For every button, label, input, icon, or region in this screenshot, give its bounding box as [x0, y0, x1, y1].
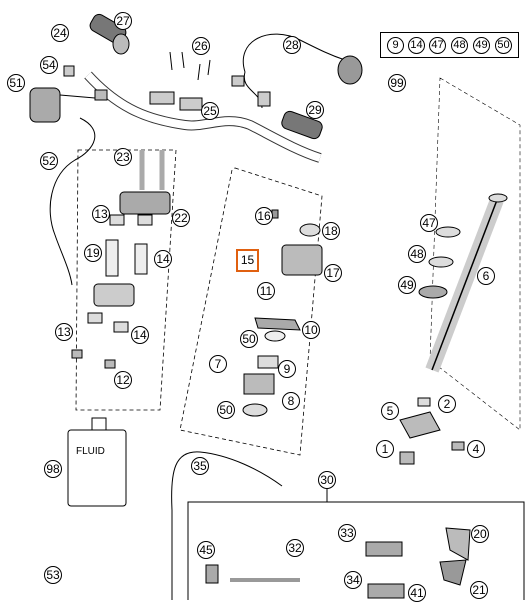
- callout-25[interactable]: 25: [201, 102, 219, 120]
- callout-53[interactable]: 53: [44, 566, 62, 584]
- fluid-bottle: [67, 429, 127, 507]
- kit-item-49[interactable]: 49: [473, 37, 490, 54]
- callout-4[interactable]: 4: [467, 440, 485, 458]
- callout-9[interactable]: 9: [278, 360, 296, 378]
- callout-99[interactable]: 99: [388, 74, 406, 92]
- callout-6[interactable]: 6: [477, 267, 495, 285]
- callout-47[interactable]: 47: [420, 214, 438, 232]
- callout-34[interactable]: 34: [344, 571, 362, 589]
- callout-33[interactable]: 33: [338, 524, 356, 542]
- bolts-26: [169, 51, 211, 81]
- throttle-housing: [29, 65, 108, 123]
- callout-29[interactable]: 29: [306, 101, 324, 119]
- callout-20[interactable]: 20: [471, 525, 489, 543]
- kit-item-47[interactable]: 47: [429, 37, 446, 54]
- callout-45[interactable]: 45: [197, 541, 215, 559]
- callout-30[interactable]: 30: [318, 471, 336, 489]
- upper-clamp: [119, 191, 171, 215]
- callout-35[interactable]: 35: [191, 457, 209, 475]
- callout-28[interactable]: 28: [283, 36, 301, 54]
- bracket-8: [243, 373, 275, 395]
- callout-14-lower[interactable]: 14: [131, 326, 149, 344]
- callout-50-upper[interactable]: 50: [240, 330, 258, 348]
- callout-98[interactable]: 98: [44, 460, 62, 478]
- top-clamp-17: [281, 244, 323, 276]
- callout-22[interactable]: 22: [172, 209, 190, 227]
- callout-24[interactable]: 24: [51, 24, 69, 42]
- callout-1[interactable]: 1: [376, 440, 394, 458]
- callout-26[interactable]: 26: [192, 37, 210, 55]
- callout-13-lower[interactable]: 13: [55, 323, 73, 341]
- callout-51[interactable]: 51: [7, 74, 25, 92]
- callout-19[interactable]: 19: [84, 244, 102, 262]
- callout-11[interactable]: 11: [257, 282, 275, 300]
- fluid-label: FLUID: [76, 446, 105, 457]
- callout-48[interactable]: 48: [408, 245, 426, 263]
- callout-13[interactable]: 13: [92, 205, 110, 223]
- callout-8[interactable]: 8: [282, 392, 300, 410]
- callout-12[interactable]: 12: [114, 371, 132, 389]
- throttle-cable: [49, 117, 96, 286]
- link-10: [254, 317, 301, 331]
- callout-10[interactable]: 10: [302, 321, 320, 339]
- callout-41[interactable]: 41: [408, 584, 426, 602]
- kit-item-14[interactable]: 14: [408, 37, 425, 54]
- kit-item-48[interactable]: 48: [451, 37, 468, 54]
- callout-2[interactable]: 2: [438, 395, 456, 413]
- callout-49[interactable]: 49: [398, 276, 416, 294]
- callout-7[interactable]: 7: [209, 355, 227, 373]
- callout-27[interactable]: 27: [114, 12, 132, 30]
- lower-clamp: [93, 283, 135, 307]
- callout-15-highlighted[interactable]: 15: [236, 249, 259, 272]
- callout-18[interactable]: 18: [322, 222, 340, 240]
- kit-box: 9 14 47 48 49 50: [380, 32, 519, 58]
- kit-item-9[interactable]: 9: [387, 37, 404, 54]
- callout-21[interactable]: 21: [470, 581, 488, 599]
- callout-32[interactable]: 32: [286, 539, 304, 557]
- callout-14[interactable]: 14: [154, 250, 172, 268]
- clamp-25: [149, 91, 175, 105]
- callout-50-lower[interactable]: 50: [217, 401, 235, 419]
- callout-16[interactable]: 16: [255, 207, 273, 225]
- callout-54[interactable]: 54: [40, 56, 58, 74]
- callout-52[interactable]: 52: [40, 152, 58, 170]
- throttle-grip: [89, 13, 130, 55]
- kit-item-50[interactable]: 50: [495, 37, 512, 54]
- brake-lever-mount: [399, 411, 441, 439]
- clutch-cable: [171, 451, 283, 600]
- left-grip: [281, 110, 323, 140]
- callout-17[interactable]: 17: [324, 264, 342, 282]
- callout-5[interactable]: 5: [381, 402, 399, 420]
- callout-23[interactable]: 23: [114, 148, 132, 166]
